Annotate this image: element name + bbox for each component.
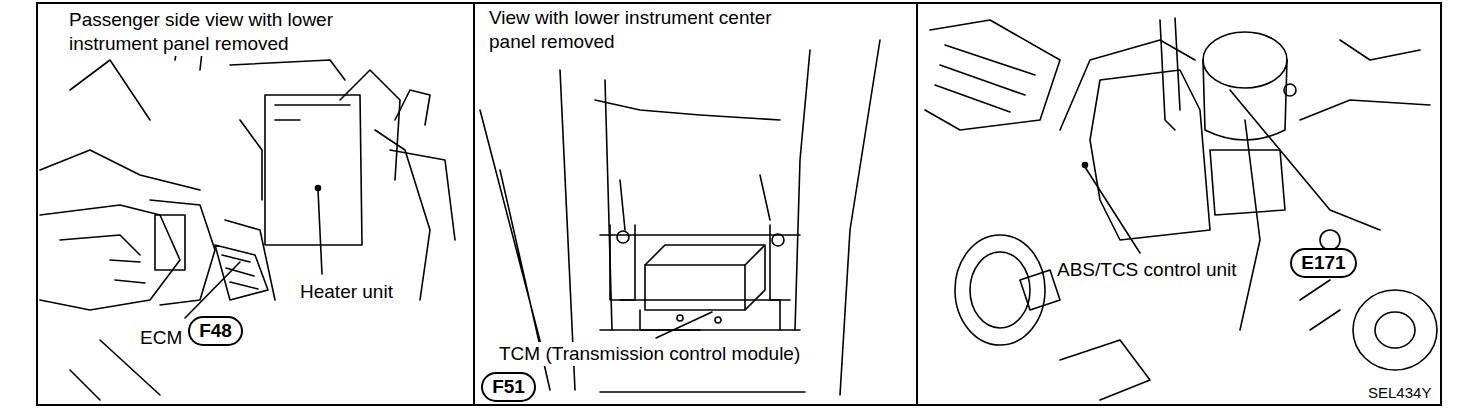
connector-number: F51: [481, 372, 536, 402]
dash-sketch: [40, 25, 455, 400]
connector-code: E171: [1301, 252, 1345, 273]
connector-code: F51: [492, 376, 525, 397]
connector-number: E171: [1290, 248, 1357, 278]
leader-line: [656, 312, 712, 338]
view-caption: Passenger side view with lower instrumen…: [67, 8, 411, 56]
console-sketch: [480, 40, 880, 395]
view-panel: Passenger side view with lower instrumen…: [36, 2, 475, 406]
part-name: ECM: [138, 326, 184, 350]
part-name: ABS/TCS control unit: [1055, 258, 1239, 282]
leader-line: [1085, 167, 1140, 253]
view-panel: View with lower instrument center panel …: [473, 2, 918, 406]
view-panel: ABS/TCS control unit E171: [916, 2, 1442, 406]
engine-room-sketch: [925, 18, 1437, 400]
figure-code: SEL434Y: [1366, 384, 1433, 401]
part-name: TCM (Transmission control module): [497, 342, 802, 366]
connector-number: F48: [188, 316, 243, 346]
connector-code: F48: [199, 320, 232, 341]
view-caption: View with lower instrument center panel …: [487, 6, 781, 54]
part-name: Heater unit: [298, 280, 395, 304]
